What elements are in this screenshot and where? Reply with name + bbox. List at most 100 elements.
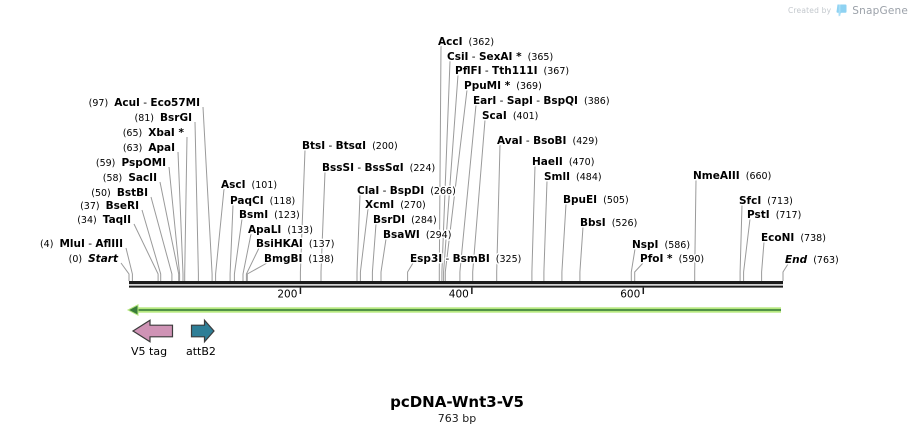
site-connector-TaqII [133, 223, 159, 281]
sequence-bar-bottom [129, 285, 783, 288]
site-label-XbaI-[interactable]: (65) XbaI * [121, 126, 186, 141]
site-connector-BsaWI [380, 238, 387, 281]
site-label-NspI[interactable]: NspI (586) [631, 238, 692, 253]
construct-length: 763 bp [437, 412, 477, 425]
snapgene-watermark: Created by SnapGene [788, 4, 908, 17]
site-connector-BmgBI [246, 262, 268, 281]
site-label-XcmI[interactable]: XcmI (270) [364, 198, 428, 213]
site-connector-BtsI-Bts-I [299, 149, 306, 281]
site-connector-EarI-SapI-BspQI [459, 104, 477, 281]
site-label-BstBI[interactable]: (50) BstBI [90, 186, 150, 201]
site-label-SacII[interactable]: (58) SacII [101, 171, 158, 186]
site-label-ApaI[interactable]: (63) ApaI [121, 141, 176, 156]
span-arrowhead-left [126, 303, 139, 317]
site-label-SmlI[interactable]: SmlI (484) [543, 170, 604, 185]
feature-arrow-attB2[interactable] [190, 318, 215, 344]
site-connector-MluI-AflIII [125, 247, 133, 281]
sequence-bar-top [129, 281, 783, 285]
site-label-PaqCI[interactable]: PaqCI (118) [229, 194, 297, 209]
site-connector-PpuMI- [444, 89, 468, 281]
site-label-EarI-SapI-BspQI[interactable]: EarI - SapI - BspQI (386) [472, 94, 612, 109]
site-connector-AvaI-BsoBI [496, 144, 501, 281]
site-connector-ClaI-BspDI [356, 194, 361, 281]
site-label-BsiHKAI[interactable]: BsiHKAI (137) [255, 237, 336, 252]
site-label-PstI[interactable]: PstI (717) [746, 208, 803, 223]
site-connector-HaeII [531, 165, 536, 281]
site-label-NmeAIII[interactable]: NmeAIII (660) [692, 169, 773, 184]
site-connector-BbsI [579, 226, 584, 281]
snapgene-logo-icon [836, 4, 847, 17]
site-label-SfcI[interactable]: SfcI (713) [738, 194, 795, 209]
site-label-AscI[interactable]: AscI (101) [220, 178, 279, 193]
feature-label-attB2[interactable]: attB2 [186, 345, 216, 358]
site-label-BsmI[interactable]: BsmI (123) [238, 208, 302, 223]
site-label-BpuEI[interactable]: BpuEI (505) [562, 193, 631, 208]
site-label-End[interactable]: End (763) [784, 253, 841, 268]
site-connector-AccI [438, 45, 442, 281]
site-connector-BpuEI [561, 203, 567, 281]
site-label-Esp3I-BsmBI[interactable]: Esp3I - BsmBI (325) [409, 252, 523, 267]
watermark-brand-text: SnapGene [852, 4, 908, 17]
site-connector-BsmI [233, 218, 243, 281]
site-label-PflFI-Tth111I[interactable]: PflFI - Tth111I (367) [454, 64, 571, 79]
site-connector-SacII [159, 181, 180, 281]
site-connector-ApaI [177, 151, 184, 281]
site-label-Start[interactable]: (0) Start [67, 252, 120, 267]
site-connector-ApaLI [242, 233, 252, 281]
site-label-AcuI-Eco57MI[interactable]: (97) AcuI - Eco57MI [87, 96, 201, 111]
feature-arrow-V5-tag[interactable] [131, 319, 174, 343]
site-label-BmgBI[interactable]: BmgBI (138) [263, 252, 336, 267]
site-label-PfoI-[interactable]: PfoI * (590) [639, 252, 706, 267]
site-label-HaeII[interactable]: HaeII (470) [531, 155, 596, 170]
site-connector-PfoI- [634, 262, 644, 281]
site-connector-AcuI-Eco57MI [202, 106, 213, 281]
title-block: pcDNA-Wnt3-V5 763 bp [0, 393, 914, 425]
scale-tick-label-200: 200 [277, 289, 297, 301]
feature-label-V5-tag[interactable]: V5 tag [131, 345, 167, 358]
site-label-AccI[interactable]: AccI (362) [437, 35, 496, 50]
construct-title: pcDNA-Wnt3-V5 [390, 393, 524, 411]
site-connector-EcoNI [761, 241, 765, 281]
site-label-PspOMI[interactable]: (59) PspOMI [94, 156, 167, 171]
watermark-created-by-text: Created by [788, 6, 832, 15]
site-connector-XcmI [359, 208, 369, 281]
site-label-ApaLI[interactable]: ApaLI (133) [247, 223, 315, 238]
site-label-ClaI-BspDI[interactable]: ClaI - BspDI (266) [356, 184, 458, 199]
site-label-BssSI-BssS-I[interactable]: BssSI - BssSαI (224) [321, 161, 437, 176]
site-label-AvaI-BsoBI[interactable]: AvaI - BsoBI (429) [496, 134, 600, 149]
site-label-CsiI-SexAI-[interactable]: CsiI - SexAI * (365) [446, 50, 555, 65]
site-connector-End [782, 263, 789, 281]
site-connector-BsiHKAI [245, 247, 260, 281]
span-arrow-core [137, 309, 781, 311]
site-label-MluI-AflIII[interactable]: (4) MluI - AflIII [38, 237, 124, 252]
site-label-TaqII[interactable]: (34) TaqII [76, 213, 133, 228]
site-connector-BstBI [150, 196, 173, 281]
site-label-BtsI-Bts-I[interactable]: BtsI - BtsαI (200) [301, 139, 400, 154]
site-label-BsrGI[interactable]: (81) BsrGI [133, 111, 194, 126]
site-connector-PflFI-Tth111I [443, 74, 459, 281]
site-label-PpuMI-[interactable]: PpuMI * (369) [463, 79, 544, 94]
site-connector-PstI [743, 218, 751, 281]
scale-tick-label-400: 400 [449, 289, 469, 301]
site-connector-NspI [630, 248, 636, 281]
site-connector-BsrDI [371, 223, 377, 281]
site-connector-SfcI [739, 204, 743, 281]
site-connector-PaqCI [229, 204, 234, 281]
site-connector-AscI [215, 188, 225, 281]
site-label-BseRI[interactable]: (37) BseRI [79, 199, 141, 214]
site-connector-CsiI-SexAI- [441, 60, 451, 281]
site-label-BsaWI[interactable]: BsaWI (294) [382, 228, 453, 243]
site-connector-XbaI- [184, 136, 188, 281]
site-connector-Start [120, 262, 130, 281]
site-label-BsrDI[interactable]: BsrDI (284) [372, 213, 439, 228]
scale-tick-label-600: 600 [620, 289, 640, 301]
site-label-EcoNI[interactable]: EcoNI (738) [760, 231, 828, 246]
site-connector-PspOMI [168, 166, 181, 281]
site-connector-BseRI [141, 209, 162, 281]
site-connector-NmeAIII [694, 179, 697, 281]
site-label-BbsI[interactable]: BbsI (526) [579, 216, 639, 231]
site-connector-Esp3I-BsmBI [407, 262, 414, 281]
site-label-ScaI[interactable]: ScaI (401) [481, 109, 540, 124]
